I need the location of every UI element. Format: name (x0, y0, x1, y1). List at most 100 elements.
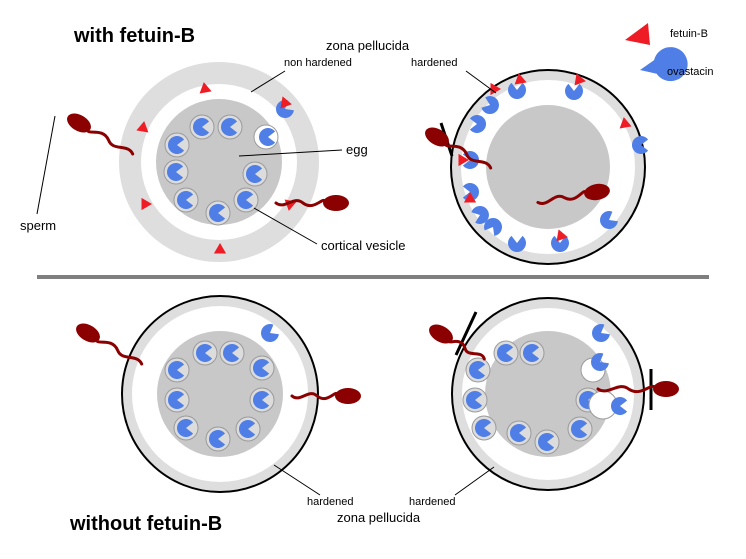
leader-hardened-bottom-left (273, 464, 321, 496)
ovastacin-pacman (167, 390, 185, 409)
ovastacin-pacman (208, 204, 226, 223)
leader-egg (238, 149, 343, 157)
egg-unfertilized-with-fetuin-b (119, 62, 319, 262)
ovastacin-pacman (471, 205, 489, 224)
ovastacin-pacman (220, 117, 238, 136)
egg-fertilized-without-fetuin-b (451, 297, 653, 491)
ovastacin-pacman (481, 96, 499, 115)
ovastacin-pacman (537, 432, 555, 451)
ovastacin-pacman (167, 361, 185, 379)
ovastacin-pacman (631, 135, 649, 154)
label-hardened-top: hardened (411, 57, 458, 69)
sperm-group (67, 113, 679, 404)
sperm-tail (290, 391, 340, 401)
ovastacin-pacman (509, 424, 527, 443)
ovastacin-pacman (462, 183, 480, 202)
heading-with-fetuin-b: with fetuin-B (73, 25, 195, 47)
leader-cortical-vesicle (253, 207, 318, 245)
ovastacin-pacman (208, 430, 226, 449)
fetuin-b-triangle (556, 229, 568, 242)
ovastacin-group (258, 100, 294, 146)
sperm-tail (444, 140, 493, 170)
legend-fetuin-b-label: fetuin-B (670, 28, 708, 40)
ovastacin-pacman (176, 191, 194, 209)
sperm-head (584, 183, 610, 201)
legend: fetuin-B ovastacin (625, 23, 713, 82)
ovastacin-pacman (260, 324, 279, 343)
egg-cell (486, 105, 610, 229)
ovastacin-pacman (468, 361, 486, 379)
sperm-head (429, 324, 453, 344)
ovastacin-pacman (551, 235, 570, 253)
ovastacin-pacman (192, 117, 210, 136)
ovastacin-group (590, 324, 628, 415)
cortical-vesicle-ring (164, 340, 275, 452)
label-egg: egg (346, 142, 368, 157)
ovastacin-group (260, 324, 279, 343)
fetuin-b-triangle (280, 96, 292, 109)
ovastacin-pacman (590, 353, 609, 372)
ovastacin-pacman (496, 344, 514, 362)
ovastacin-pacman (252, 390, 270, 409)
fetuin-b-triangle (141, 197, 152, 211)
ovastacin-pacman (599, 211, 618, 230)
sperm-tail (536, 190, 589, 205)
ovastacin-pacman (245, 165, 263, 183)
sperm-head (323, 195, 349, 211)
legend-ovastacin-pacman (640, 47, 688, 82)
ovastacin-pacman (222, 344, 240, 362)
ovastacin-pacman (469, 115, 487, 133)
ovastacin-pacman (474, 419, 492, 438)
ovastacin-pacman (252, 359, 270, 378)
leader-hardened-top (465, 70, 497, 94)
ovastacin-pacman (236, 191, 254, 209)
leader-sperm (36, 115, 56, 215)
leader-non-hardened (250, 70, 286, 93)
ovastacin-pacman (465, 391, 483, 409)
label-zona-pellucida-top: zona pellucida (326, 38, 410, 53)
cortical-vesicle-ring (462, 340, 618, 455)
legend-fetuin-b-triangle (625, 23, 650, 45)
egg-fertilized-with-fetuin-b (439, 69, 649, 265)
ovastacin-pacman (167, 135, 185, 154)
ovastacin-pacman (507, 235, 526, 253)
egg-unfertilized-without-fetuin-b (121, 295, 319, 493)
label-cortical-vesicle: cortical vesicle (321, 238, 406, 253)
sperm-binding-bar (454, 311, 478, 356)
fetuin-b-triangle (514, 73, 527, 85)
label-hardened-bottom-left: hardened (307, 496, 354, 508)
fetuin-b-triangle (490, 82, 501, 96)
ovastacin-pacman (166, 163, 184, 181)
ovastacin-pacman (565, 83, 583, 101)
ovastacin-pacman (507, 82, 526, 100)
sperm-tail (86, 126, 135, 156)
sperm-head (76, 323, 100, 343)
sperm-tail (596, 384, 658, 394)
sperm-tail (274, 198, 328, 208)
sperm (67, 113, 135, 156)
sperm (429, 324, 486, 361)
ovastacin-pacman (238, 419, 256, 439)
annotations: zona pellucida non hardened hardened egg… (20, 38, 497, 525)
label-non-hardened: non hardened (284, 57, 352, 69)
sperm-head (67, 113, 91, 133)
fetuin-b-triangle (136, 121, 149, 133)
ovastacin-pacman (176, 419, 194, 438)
ovastacin-pacman (258, 127, 276, 146)
sperm (290, 388, 361, 404)
fetuin-b-triangle (619, 117, 632, 129)
ovastacin-pacman (570, 420, 588, 438)
sperm (596, 381, 679, 397)
sperm (274, 195, 349, 211)
sperm-head (425, 127, 449, 147)
label-zona-pellucida-bottom: zona pellucida (337, 510, 421, 525)
ovastacin-pacman (610, 397, 628, 415)
ovastacin-pacman (275, 100, 294, 119)
fetuin-b-triangle (199, 82, 212, 94)
label-hardened-bottom-right: hardened (409, 496, 456, 508)
sperm (76, 323, 144, 366)
label-sperm: sperm (20, 218, 56, 233)
sperm (425, 127, 493, 170)
leader-hardened-bottom-right (454, 466, 495, 496)
